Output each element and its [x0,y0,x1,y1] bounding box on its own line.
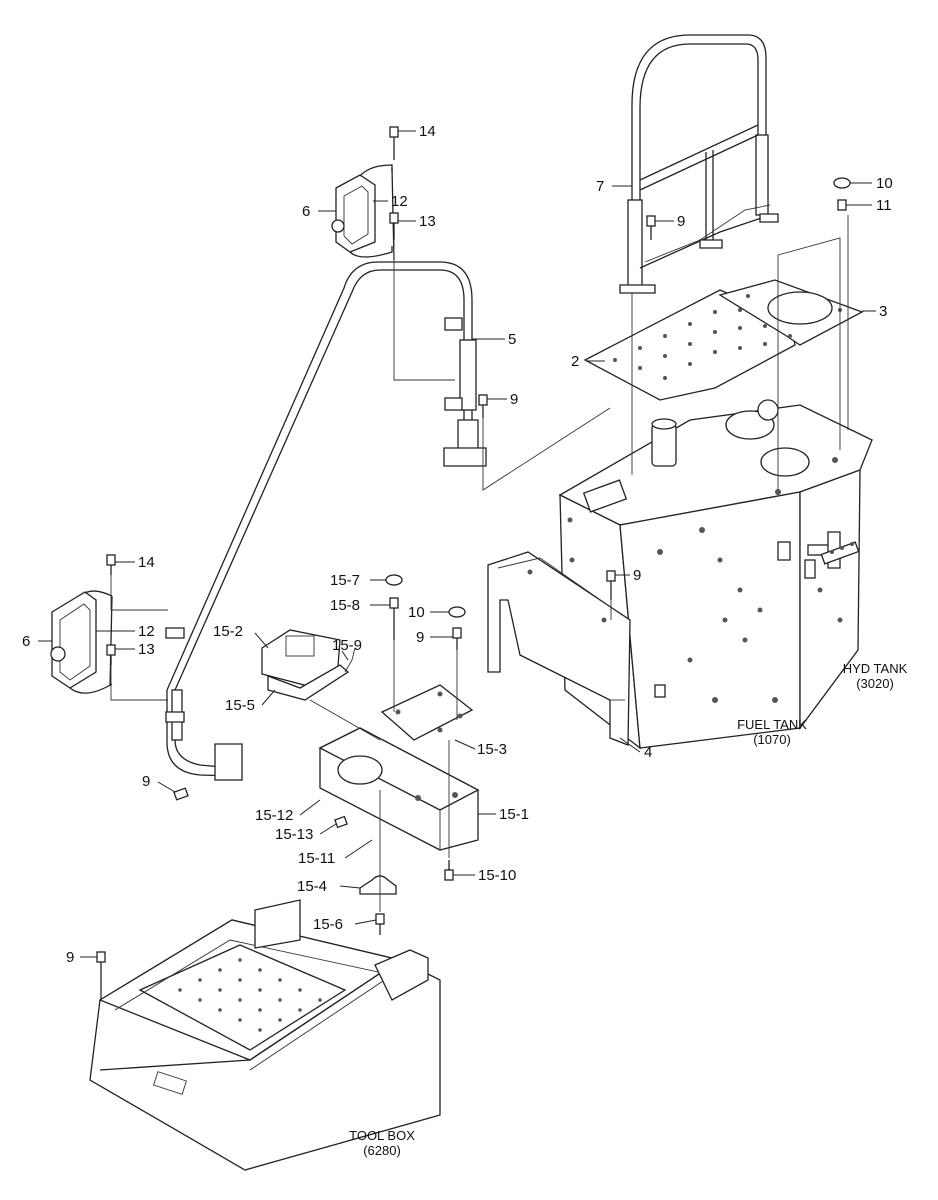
label-2: 2 [571,353,579,370]
long-handrail [165,261,487,781]
label-15-10: 15-10 [478,867,516,884]
clamp-15-4 [359,875,397,895]
label-15-9: 15-9 [332,637,362,654]
label-15-11: 15-11 [298,850,335,867]
label-15-5: 15-5 [225,697,255,714]
plate-2-holes [613,308,767,380]
tool-box-grid [178,958,322,1032]
part-labels: 14 12 6 13 5 9 7 9 10 11 3 2 14 6 12 13 … [22,123,893,966]
tank-holes [567,517,843,703]
label-15-1: 15-1 [499,806,529,823]
assembly-lines [110,215,849,912]
label-9-handrail: 9 [510,391,518,408]
label-15-7: 15-7 [330,572,360,589]
label-4: 4 [644,744,652,761]
label-9-toolbox: 9 [66,949,74,966]
hyd-tank-name: HYD TANK [843,661,908,676]
plate-15-3 [380,684,474,741]
floor-plate-3 [718,279,864,346]
label-9-rear-rail: 9 [677,213,685,230]
label-10-upper: 10 [876,175,893,192]
tool-box [89,899,441,1171]
leader-lines [38,130,876,958]
label-6-upper: 6 [302,203,310,220]
label-14-lower: 14 [138,554,155,571]
fuel-tank-code: (1070) [753,732,791,747]
label-12-upper: 12 [391,193,408,210]
label-15-2: 15-2 [213,623,243,640]
label-15-13: 15-13 [275,826,313,843]
floor-plate-2 [583,289,796,401]
hyd-tank-code: (3020) [856,676,894,691]
tool-box-code: (6280) [363,1143,401,1158]
label-14-upper: 14 [419,123,436,140]
label-12-lower: 12 [138,623,155,640]
label-10-lower: 10 [408,604,425,621]
rear-handrail [619,34,779,294]
label-9-lower-rail: 9 [142,773,150,790]
label-9-cover: 9 [633,567,641,584]
mirror-upper [331,164,395,261]
mirror-lower [50,590,113,694]
label-15-8: 15-8 [330,597,360,614]
label-15-3: 15-3 [477,741,507,758]
component-names: HYD TANK (3020) FUEL TANK (1070) TOOL BO… [349,661,907,1158]
tool-box-name: TOOL BOX [349,1128,415,1143]
label-7: 7 [596,178,604,195]
label-5: 5 [508,331,516,348]
label-15-6: 15-6 [313,916,343,933]
bracket-15-2 [261,629,356,701]
label-15-12: 15-12 [255,807,293,824]
box-15-1 [318,727,480,851]
label-11: 11 [876,197,892,214]
side-cover [487,551,631,746]
fasteners [96,126,851,1000]
fuel-tank-name: FUEL TANK [737,717,807,732]
label-13-upper: 13 [419,213,436,230]
label-3: 3 [879,303,887,320]
label-15-4: 15-4 [297,878,327,895]
label-9-plate: 9 [416,629,424,646]
label-13-lower: 13 [138,641,155,658]
label-6-lower: 6 [22,633,30,650]
